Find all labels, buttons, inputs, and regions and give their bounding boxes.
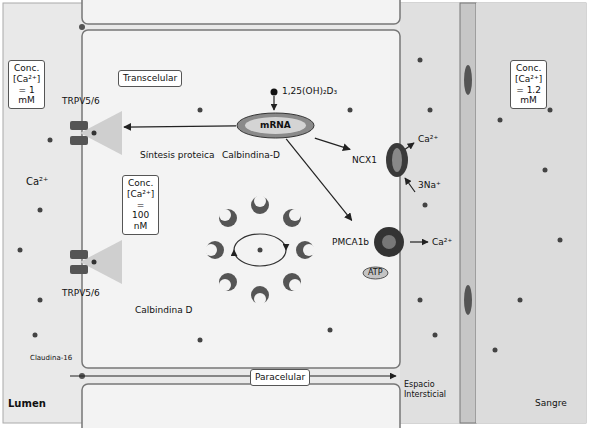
synthesis-arrow — [124, 126, 236, 127]
endothelial-nucleus — [464, 285, 472, 315]
cell-nucleus: mRNA — [236, 112, 315, 139]
node-text: ATP — [368, 268, 383, 278]
channel-cone — [80, 111, 122, 155]
pump-pore — [382, 235, 396, 249]
exchanger-body — [386, 143, 408, 177]
tubular-cell — [82, 30, 400, 368]
channel-subunit — [70, 250, 88, 259]
concentration-box: Conc. [Ca²⁺] = 1.2 mM — [510, 60, 547, 109]
calcium-ion — [92, 130, 97, 135]
protein-label: Calbindina-D — [222, 150, 280, 161]
node-text: TRPV5/6 — [62, 96, 100, 107]
node-text: Conc. [Ca²⁺] = 1.2 mM — [515, 63, 542, 106]
neighbour-cell — [82, 384, 400, 428]
hormone-arrow — [273, 96, 274, 110]
pmca-pump: PMCA1b — [332, 222, 406, 262]
neighbour-cell — [82, 0, 400, 24]
process-label: Síntesis proteica — [140, 150, 214, 161]
hormone-label: 1,25(OH)₂D₃ — [282, 86, 337, 97]
trpv-channel: TRPV5/6 — [62, 236, 122, 299]
channel-cone — [80, 240, 122, 284]
ion-label: Ca²⁺ — [26, 176, 48, 188]
node-text: Conc. [Ca²⁺] = 100 nM — [127, 178, 154, 232]
atp-ellipse: ATP — [362, 266, 389, 280]
trpv-channel: TRPV5/6 — [62, 96, 122, 159]
synthesis-arrow — [286, 139, 352, 221]
paracellular-arrow — [70, 375, 396, 376]
nucleus-envelope — [237, 113, 314, 138]
pathway-box: Transcelular — [118, 70, 182, 87]
node-text: mRNA — [260, 120, 291, 131]
protein-label: Calbindina D — [135, 305, 192, 316]
calcium-ion — [92, 260, 97, 265]
ion-label: 3Na⁺ — [418, 180, 441, 191]
blood — [476, 3, 586, 423]
channel-subunit — [70, 265, 88, 274]
node-text: Conc. [Ca²⁺] = 1 mM — [13, 63, 40, 106]
tight-junction — [79, 24, 85, 30]
frame — [3, 3, 586, 423]
pathway-box: Paracelular — [250, 369, 310, 386]
channel-subunit — [70, 121, 88, 130]
ion-label: Ca²⁺ — [418, 134, 438, 145]
hormone-dot — [271, 89, 278, 96]
endothelial-nucleus — [464, 65, 472, 95]
channel-symbol — [62, 107, 122, 159]
node-text: PMCA1b — [332, 237, 369, 248]
channel-subunit — [70, 136, 88, 145]
vessel-wall — [460, 3, 476, 423]
region-label: Sangre — [535, 398, 567, 409]
region-label: Espacio Intersticial — [404, 380, 458, 399]
node-text: Paracelular — [255, 372, 305, 383]
synthesis-arrow — [315, 138, 350, 149]
node-text: Transcelular — [123, 73, 177, 84]
calcium-ions — [18, 58, 563, 353]
concentration-box: Conc. [Ca²⁺] = 1 mM — [8, 60, 45, 109]
calbindin-ring — [205, 195, 315, 305]
interstitial-space — [400, 3, 460, 423]
exchanger-symbol — [380, 140, 414, 180]
ion-label: Ca²⁺ — [432, 237, 452, 248]
nucleus-interior — [245, 117, 306, 134]
pump-body — [374, 227, 404, 257]
concentration-box: Conc. [Ca²⁺] = 100 nM — [122, 175, 159, 235]
channel-symbol — [62, 236, 122, 288]
ncx-exchanger: NCX1 — [352, 140, 414, 180]
node-text: TRPV5/6 — [62, 288, 100, 299]
node-text: NCX1 — [352, 155, 377, 166]
protein-label: Claudina-16 — [30, 354, 72, 362]
atp-ellipse-shape — [363, 267, 388, 279]
region-label: Lumen — [8, 398, 46, 410]
ion-arrow — [410, 241, 428, 242]
pump-symbol — [372, 222, 406, 262]
ion-arrow — [404, 143, 414, 150]
exchanger-pore — [392, 148, 402, 172]
ion-arrow — [405, 178, 415, 192]
